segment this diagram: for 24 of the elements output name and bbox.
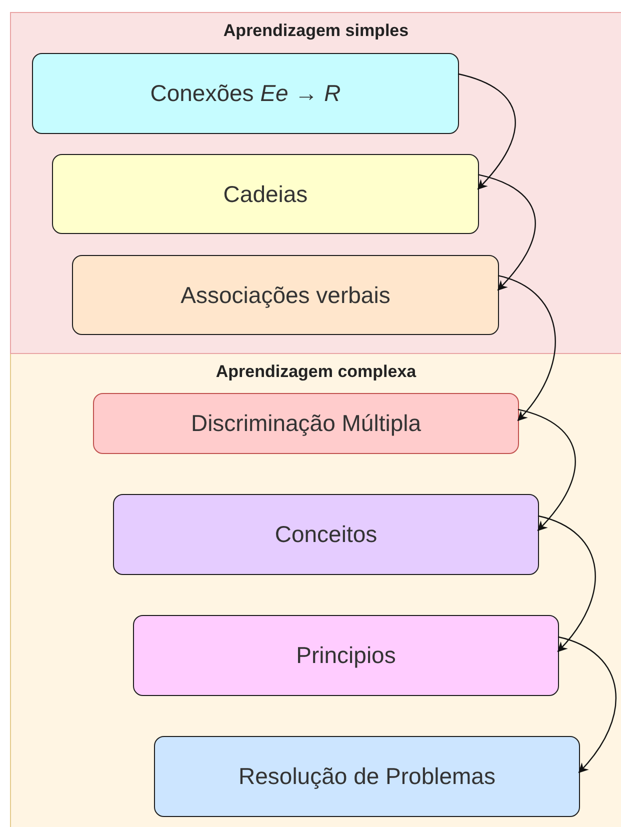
curved-arrow — [558, 636, 616, 774]
process-box — [93, 393, 519, 454]
box-label: Discriminação Múltipla — [190, 409, 422, 438]
curved-arrow — [538, 515, 596, 652]
curved-arrow — [518, 408, 576, 532]
box-label: Associações verbais — [180, 280, 390, 310]
group-panel — [10, 354, 621, 827]
box-label: Resolução de Problemas — [238, 762, 496, 792]
process-box — [72, 255, 499, 335]
box-label: Cadeias — [223, 180, 308, 209]
process-box — [113, 494, 539, 575]
process-box — [154, 736, 580, 817]
box-label: Conexões Ee → R — [150, 79, 341, 108]
process-box — [32, 53, 459, 134]
curved-arrow — [498, 275, 556, 422]
curved-arrow — [478, 174, 536, 291]
process-box — [52, 154, 479, 234]
box-label: Principios — [296, 641, 396, 670]
curved-arrow — [458, 73, 516, 190]
group-heading: Aprendizagem complexa — [214, 361, 418, 383]
group-heading: Aprendizagem simples — [222, 20, 410, 42]
group-panel — [10, 12, 621, 354]
process-box — [133, 615, 559, 696]
box-label: Conceitos — [274, 520, 378, 550]
